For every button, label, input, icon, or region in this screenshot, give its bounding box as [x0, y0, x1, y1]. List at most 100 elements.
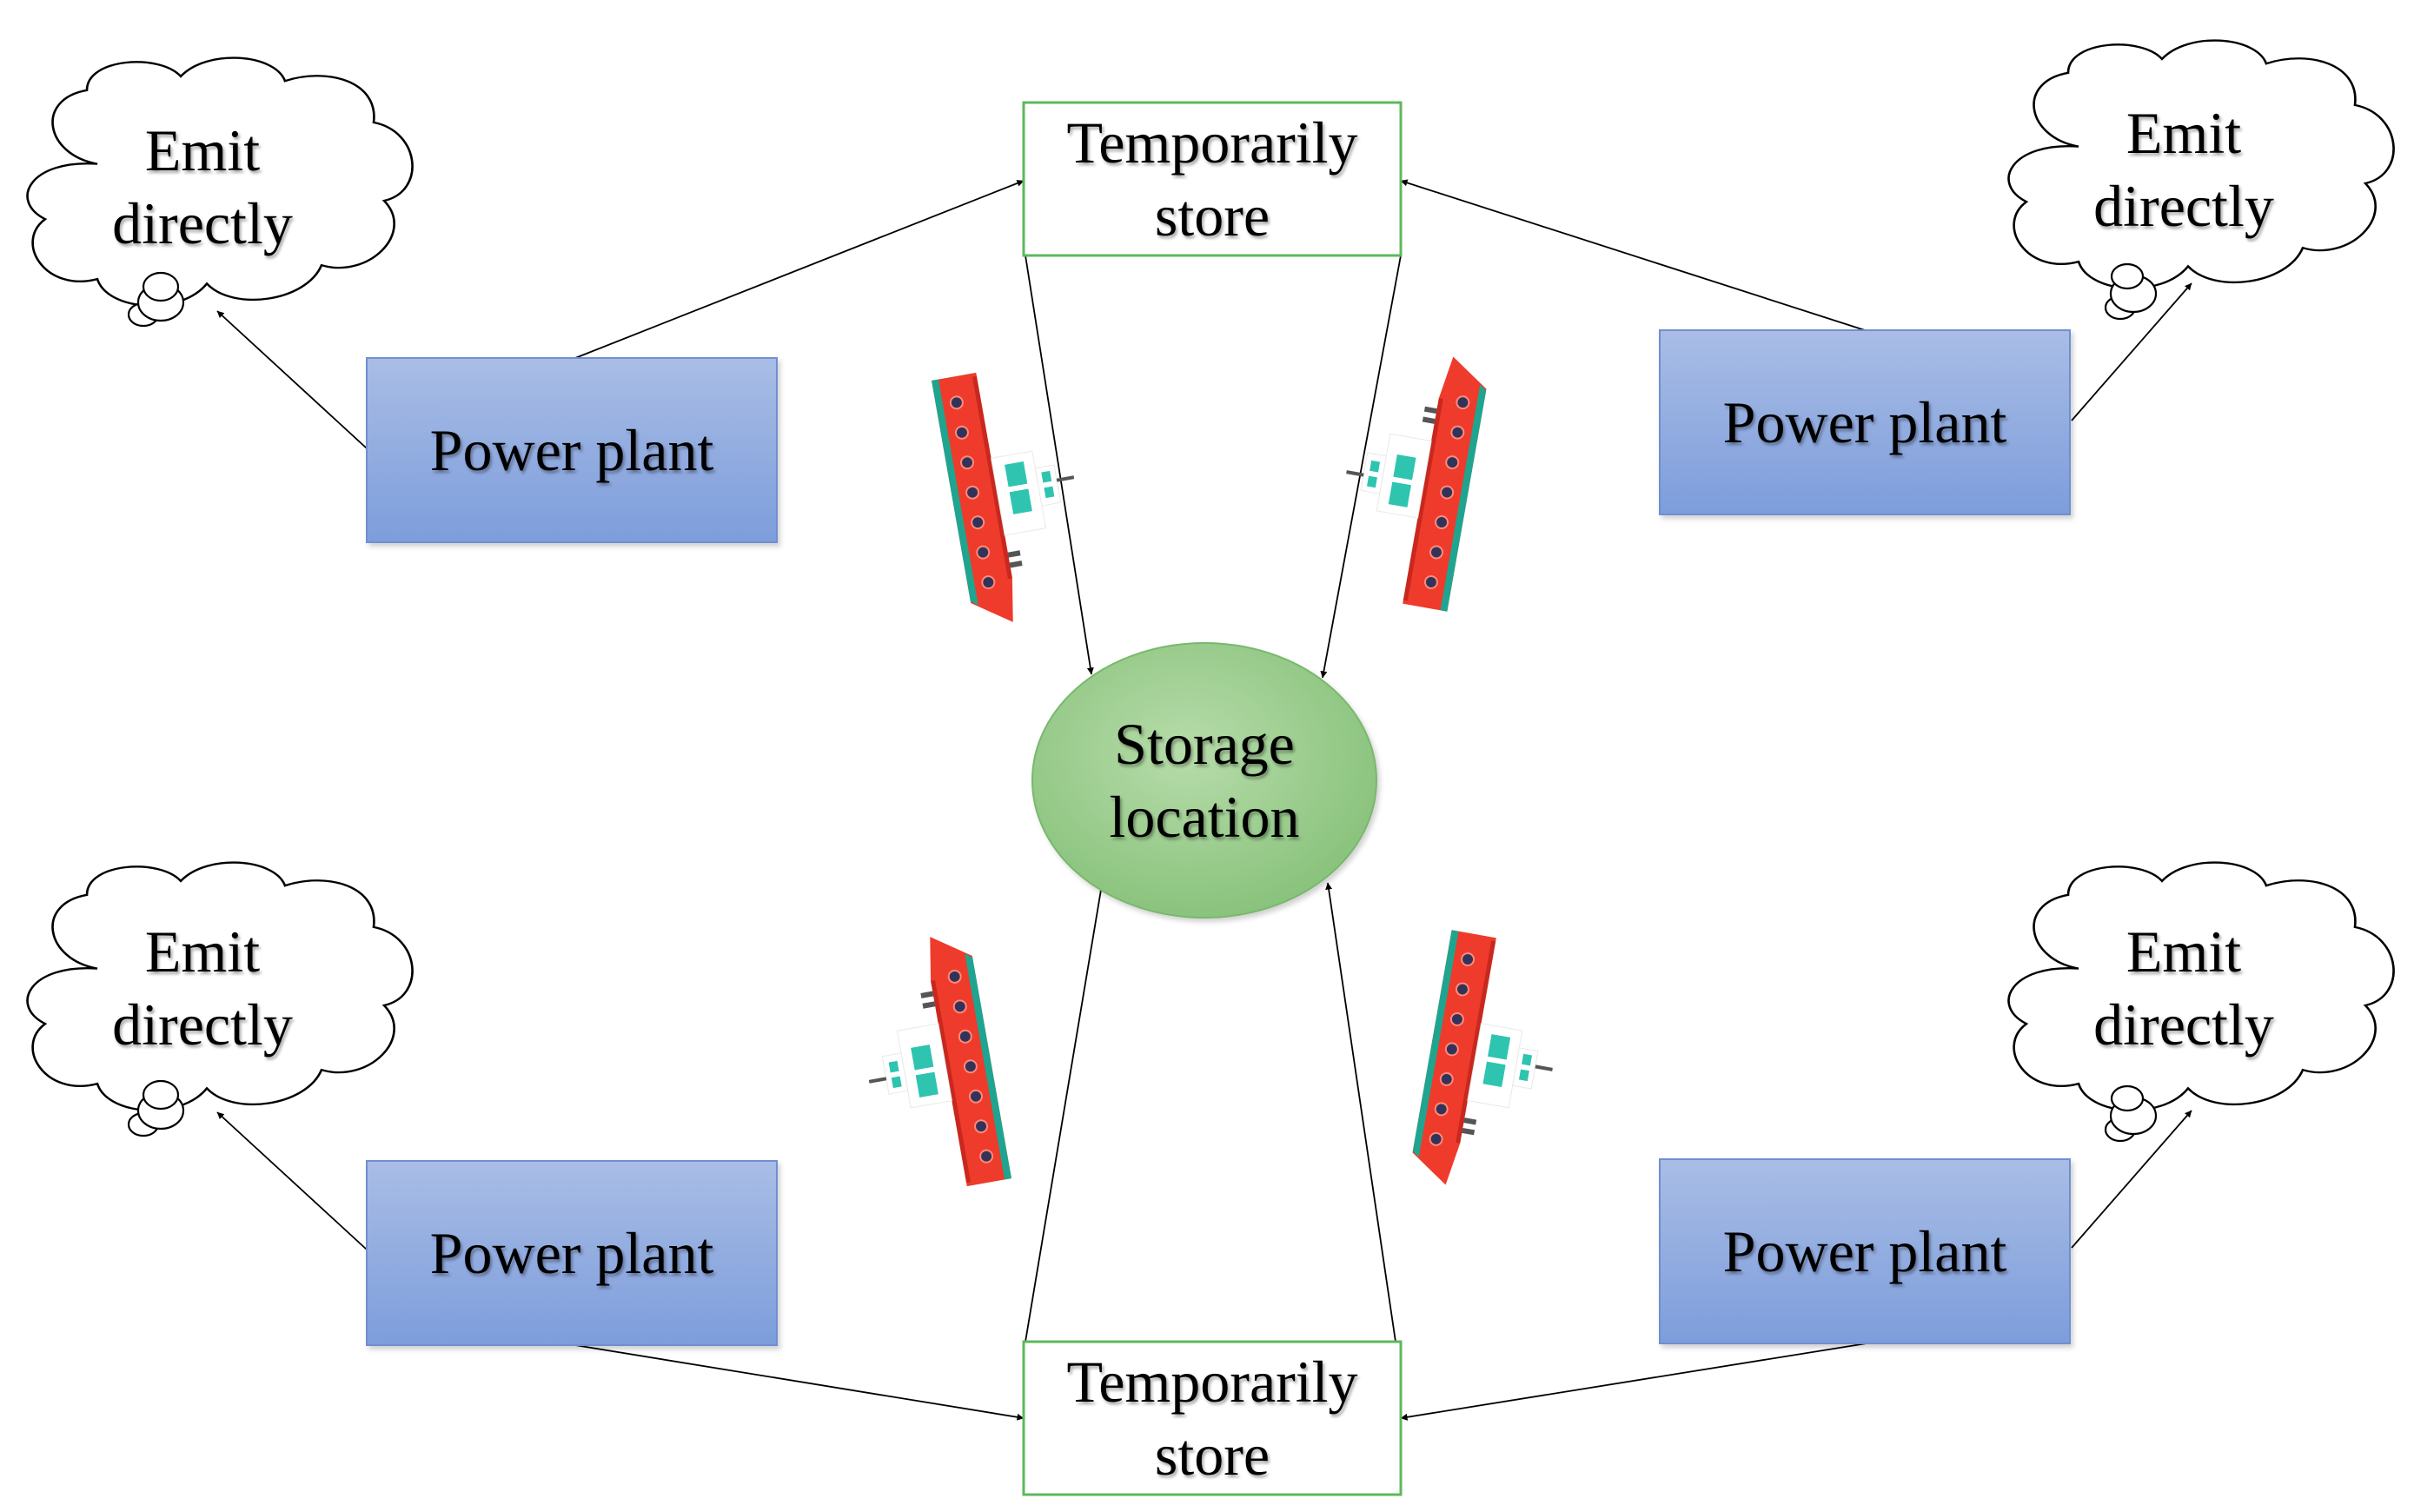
ships	[868, 356, 1553, 1187]
ship-porthole	[979, 1149, 994, 1164]
ship-rail	[1422, 416, 1436, 424]
ship-porthole	[963, 1059, 978, 1074]
ship-window	[1005, 461, 1028, 487]
ship-bridge-window	[1518, 1069, 1529, 1082]
thought-cloud-icon	[26, 861, 414, 1112]
ship-window	[1482, 1061, 1506, 1088]
ship-porthole	[954, 425, 969, 440]
ship-bridge-window	[888, 1060, 899, 1073]
ship-deck-line	[931, 979, 971, 1184]
ship-bridge	[881, 1052, 909, 1095]
ship-bridge	[1034, 464, 1062, 507]
ship-window	[1388, 481, 1411, 507]
ship-porthole	[949, 395, 964, 410]
ship-porthole	[1429, 545, 1444, 560]
power-plant-bottom-left	[366, 1160, 778, 1346]
ship-bridge-window	[1369, 460, 1381, 473]
thought-cloud-icon	[26, 56, 414, 308]
ship-deck-line	[1403, 398, 1443, 601]
ship-porthole	[1439, 1071, 1454, 1086]
ship-porthole	[1456, 395, 1470, 410]
ship-bridge-window	[1522, 1053, 1533, 1066]
cloud-tail-bubble	[2110, 1084, 2145, 1112]
ship-rail	[922, 1001, 936, 1009]
ship-porthole	[1445, 455, 1460, 470]
ship-window	[1488, 1034, 1511, 1060]
ship-porthole	[976, 545, 991, 560]
arrow-plant-to-store-bottom-right	[1400, 1343, 1867, 1421]
arrow-plant-to-store-top-right	[1400, 179, 1866, 331]
ship-stripe	[1412, 930, 1459, 1157]
ship-hull	[1403, 356, 1487, 612]
ship-porthole	[958, 1029, 972, 1044]
power-plant-top-right	[1659, 329, 2071, 515]
temporary-store-top	[1022, 101, 1403, 257]
arrow-plant-to-cloud-bottom-right	[2071, 1110, 2192, 1249]
storage-location	[1031, 642, 1377, 918]
ship-mast	[868, 1077, 887, 1084]
ship-porthole	[1435, 515, 1449, 530]
ship-rail	[1007, 550, 1021, 558]
thought-cloud-bottom-right	[2007, 861, 2395, 1143]
shapes	[26, 39, 2395, 1496]
arrow-plant-to-cloud-bottom-left	[216, 1111, 368, 1250]
thought-cloud-icon	[2007, 39, 2395, 290]
ship-rail	[920, 991, 934, 998]
ship-stripe	[1440, 384, 1487, 612]
ship-bridge-window	[891, 1076, 902, 1089]
ship-icon-bottom-left	[868, 937, 1011, 1187]
ship-window	[911, 1044, 934, 1071]
ship-window	[1009, 488, 1032, 514]
cloud-tail-bubble	[142, 1079, 180, 1111]
arrow-plant-to-store-bottom-left	[574, 1344, 1025, 1421]
arrow-store-to-storage-top-right	[1320, 255, 1402, 679]
ship-stripe	[965, 953, 1011, 1180]
ship-bridge-window	[1044, 486, 1055, 499]
cloud-tail-bubble	[142, 271, 180, 302]
ship-mast	[1535, 1064, 1553, 1071]
arrow-store-to-storage-top-left	[1025, 255, 1094, 675]
ship-porthole	[947, 969, 962, 984]
thought-cloud-top-left	[26, 56, 414, 328]
ship-porthole	[960, 455, 975, 470]
ship-porthole	[971, 515, 985, 530]
ship-porthole	[1444, 1042, 1459, 1057]
arrow-store-to-storage-bottom-right	[1325, 882, 1396, 1343]
arrow-store-to-storage-bottom-left	[1025, 873, 1106, 1343]
ship-porthole	[981, 575, 996, 590]
ship-bridge	[1512, 1047, 1539, 1090]
ship-porthole	[1461, 952, 1476, 967]
ship-stripe	[932, 379, 978, 606]
ship-porthole	[1429, 1131, 1443, 1146]
arrow-plant-to-cloud-top-left	[216, 310, 368, 449]
ship-mast	[1056, 475, 1075, 482]
power-plant-top-left	[366, 357, 778, 543]
ship-rail	[1009, 560, 1023, 568]
ship-window	[915, 1071, 938, 1098]
ship-porthole	[1449, 1011, 1464, 1026]
arrow-plant-to-cloud-top-right	[2071, 282, 2192, 421]
ship-icon-bottom-right	[1412, 930, 1553, 1185]
ship-icon-top-right	[1346, 356, 1487, 612]
cloud-tail-bubble	[2110, 262, 2145, 290]
ship-rail	[1463, 1117, 1477, 1125]
ship-bridge	[1360, 452, 1387, 494]
power-plant-bottom-right	[1659, 1158, 2071, 1344]
ship-porthole	[974, 1119, 989, 1134]
connectors	[216, 179, 2192, 1421]
ship-bridge-window	[1366, 475, 1377, 488]
thought-cloud-bottom-left	[26, 861, 414, 1137]
arrow-plant-to-store-top-left	[574, 180, 1025, 359]
ship-icon-top-left	[932, 372, 1075, 622]
ship-deck-line	[1456, 940, 1496, 1144]
ship-porthole	[1434, 1102, 1449, 1117]
ship-porthole	[968, 1089, 983, 1104]
thought-cloud-top-right	[2007, 39, 2395, 321]
ship-window	[1393, 454, 1416, 481]
ship-deck-line	[972, 375, 1012, 580]
ship-porthole	[952, 999, 967, 1014]
ship-porthole	[1450, 425, 1465, 440]
ship-porthole	[1455, 982, 1469, 997]
